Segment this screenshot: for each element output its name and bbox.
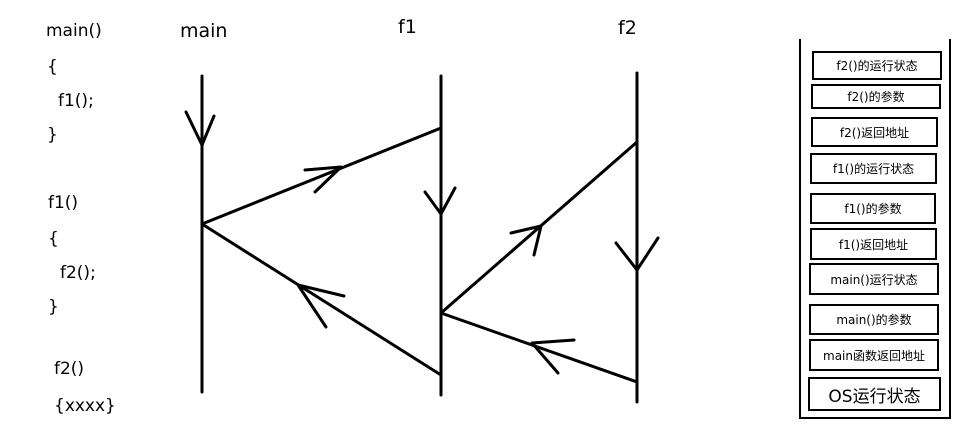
return-f1-to-main-arrowhead: [296, 283, 346, 329]
stack-frame-main-state: main()运行状态: [809, 263, 939, 295]
code-f2-body: {xxxx}: [54, 396, 116, 416]
stack-frame-f2-return-address: f2()返回地址: [811, 117, 938, 147]
code-f1-decl: f1(): [48, 193, 79, 213]
f1-down-arrowhead: [423, 186, 457, 216]
stack-frame-main-params: main()的参数: [809, 304, 939, 335]
lane-label-main: main: [180, 20, 228, 42]
stack-frame-os-state: OS运行状态: [808, 377, 941, 411]
stack-frame-f1-state: f1()的运行状态: [810, 153, 937, 184]
f2-down-arrowhead: [614, 236, 660, 272]
code-f2-decl: f2(): [54, 359, 85, 379]
stack-frame-main-return-address: main函数返回地址: [809, 339, 939, 371]
lane-label-f2: f2: [618, 17, 637, 39]
call-main-to-f1-arrowhead: [303, 165, 343, 194]
code-f1-call: f2();: [60, 263, 96, 283]
stack-frame-f1-return-address: f1()返回地址: [810, 228, 937, 260]
call-stack: [799, 39, 951, 419]
code-main-call: f1();: [58, 91, 94, 111]
return-f2-to-f1-arrowhead: [530, 338, 576, 375]
return-f1-to-main: [200, 222, 443, 377]
call-sequence-diagram: [184, 71, 660, 404]
main-down-arrowhead: [184, 110, 216, 147]
code-main-decl: main(): [46, 21, 102, 41]
call-f1-to-f2-arrowhead: [509, 224, 543, 257]
return-f2-to-f1: [439, 311, 639, 384]
stack-frame-f2-state: f2()的运行状态: [812, 51, 942, 80]
code-main-open: {: [47, 57, 58, 77]
stack-frame-f1-params: f1()的参数: [810, 193, 936, 224]
lane-label-f1: f1: [398, 16, 417, 38]
stack-frame-f2-params: f2()的参数: [811, 84, 941, 109]
code-f1-close: }: [48, 297, 59, 317]
code-f1-open: {: [48, 229, 59, 249]
call-main-to-f1: [200, 126, 443, 226]
code-main-close: }: [47, 125, 58, 145]
